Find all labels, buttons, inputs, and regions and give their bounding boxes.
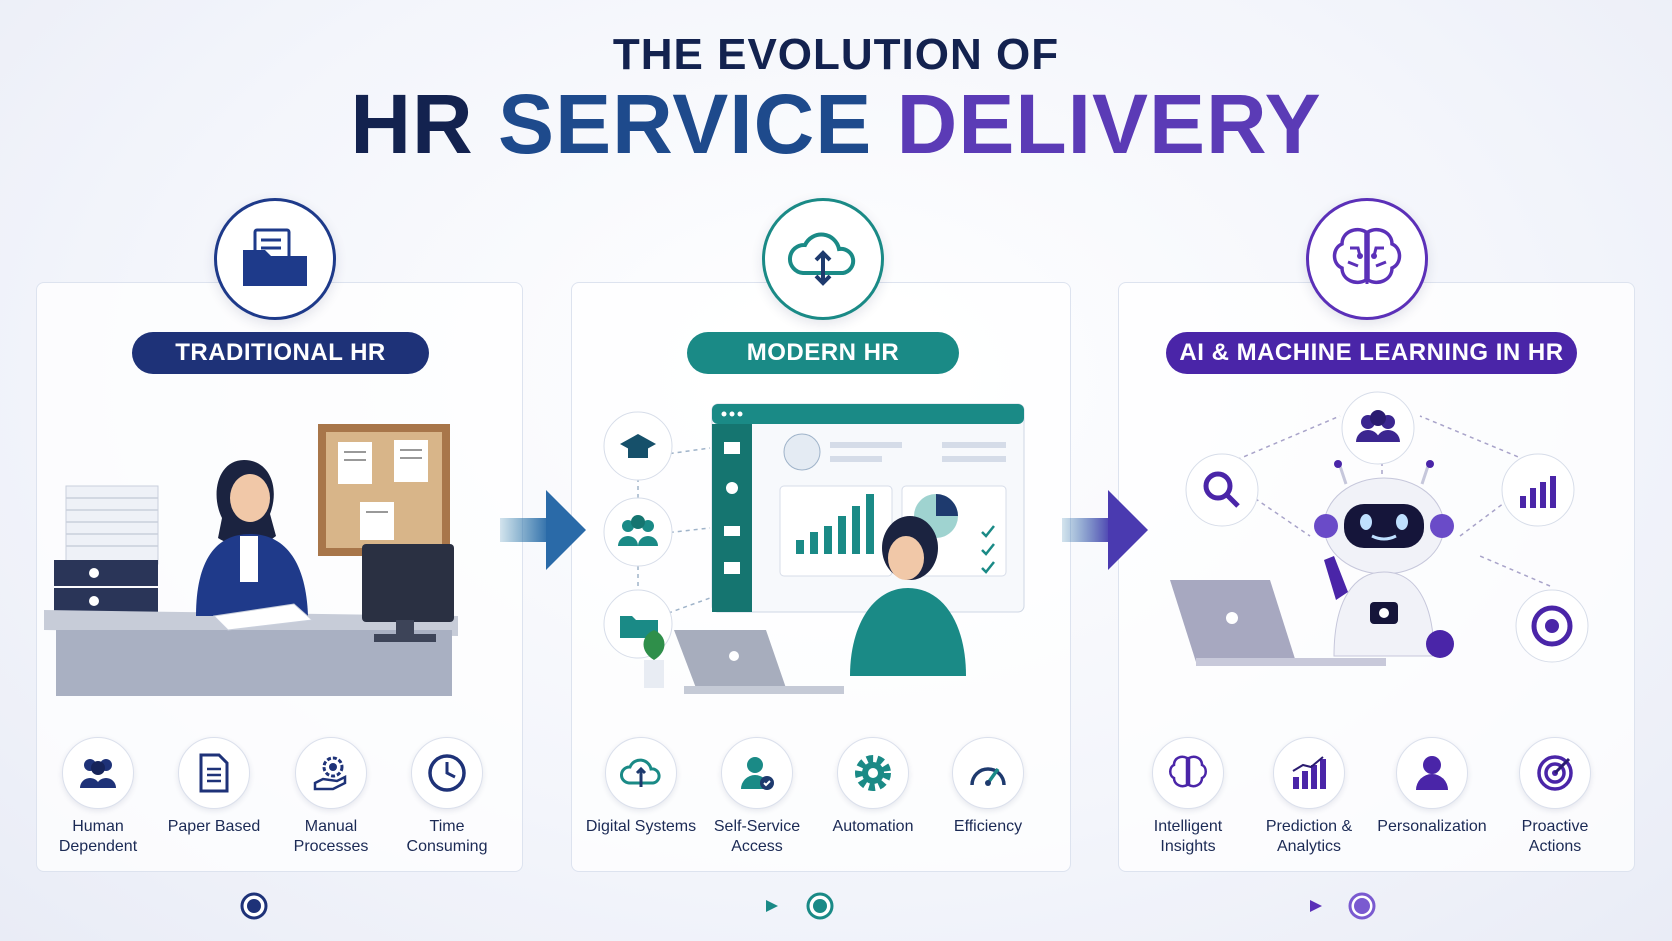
- title-line-1: THE EVOLUTION OF: [612, 30, 1060, 79]
- feature-proactive-actions: Proactive Actions: [1496, 737, 1614, 857]
- arrow-right-icon: [500, 490, 586, 570]
- traditional-office-illustration: [44, 424, 458, 696]
- feature-label: Intelligent Insights: [1153, 818, 1223, 855]
- feature-efficiency: Efficiency: [929, 737, 1047, 837]
- feature-digital-systems: Digital Systems: [582, 737, 700, 837]
- clock-icon: [411, 737, 483, 809]
- folder-icon: [214, 198, 336, 320]
- brain-icon: [1306, 198, 1428, 320]
- gear-hand-icon: [295, 737, 367, 809]
- user-icon: [1396, 737, 1468, 809]
- document-icon: [178, 737, 250, 809]
- feature-label: Proactive Actions: [1521, 818, 1589, 855]
- stage-title-traditional: TRADITIONAL HR: [132, 332, 429, 374]
- people-icon: [62, 737, 134, 809]
- feature-label: Efficiency: [953, 818, 1023, 835]
- stage-title-ai: AI & MACHINE LEARNING IN HR: [1166, 332, 1577, 374]
- feature-time-consuming: Time Consuming: [388, 737, 506, 857]
- feature-paper-based: Paper Based: [155, 737, 273, 837]
- title-word-delivery: DELIVERY: [896, 77, 1322, 171]
- feature-prediction-analytics: Prediction & Analytics: [1250, 737, 1368, 857]
- feature-label: Prediction & Analytics: [1265, 818, 1353, 855]
- cloud-sync-icon: [762, 198, 884, 320]
- brain-icon: [1152, 737, 1224, 809]
- feature-label: Paper Based: [167, 818, 261, 835]
- feature-label: Automation: [832, 818, 914, 835]
- title-word-service: SERVICE: [498, 77, 873, 171]
- feature-label: Time Consuming: [406, 818, 488, 855]
- feature-label: Self-Service Access: [713, 818, 801, 855]
- feature-human-dependent: Human Dependent: [39, 737, 157, 857]
- ai-robot-illustration: [1170, 391, 1589, 666]
- feature-manual-processes: Manual Processes: [272, 737, 390, 857]
- cloud-icon: [605, 737, 677, 809]
- arrow-right-icon: [1062, 490, 1148, 570]
- gauge-icon: [952, 737, 1024, 809]
- modern-dashboard-illustration: [603, 403, 1025, 694]
- user-check-icon: [721, 737, 793, 809]
- target-icon: [1519, 737, 1591, 809]
- feature-intelligent-insights: Intelligent Insights: [1129, 737, 1247, 857]
- page-title: HR SERVICE DELIVERY: [0, 76, 1672, 173]
- feature-self-service-access: Self-Service Access: [698, 737, 816, 857]
- feature-label: Digital Systems: [585, 818, 697, 835]
- feature-automation: Automation: [814, 737, 932, 837]
- feature-personalization: Personalization: [1373, 737, 1491, 837]
- bar-chart-icon: [1273, 737, 1345, 809]
- gear-icon: [837, 737, 909, 809]
- feature-label: Personalization: [1377, 818, 1487, 835]
- evolution-timeline: [240, 892, 1376, 920]
- title-word-hr: HR: [350, 77, 474, 171]
- feature-label: Human Dependent: [58, 818, 138, 855]
- stage-title-modern: MODERN HR: [687, 332, 959, 374]
- feature-label: Manual Processes: [293, 818, 369, 855]
